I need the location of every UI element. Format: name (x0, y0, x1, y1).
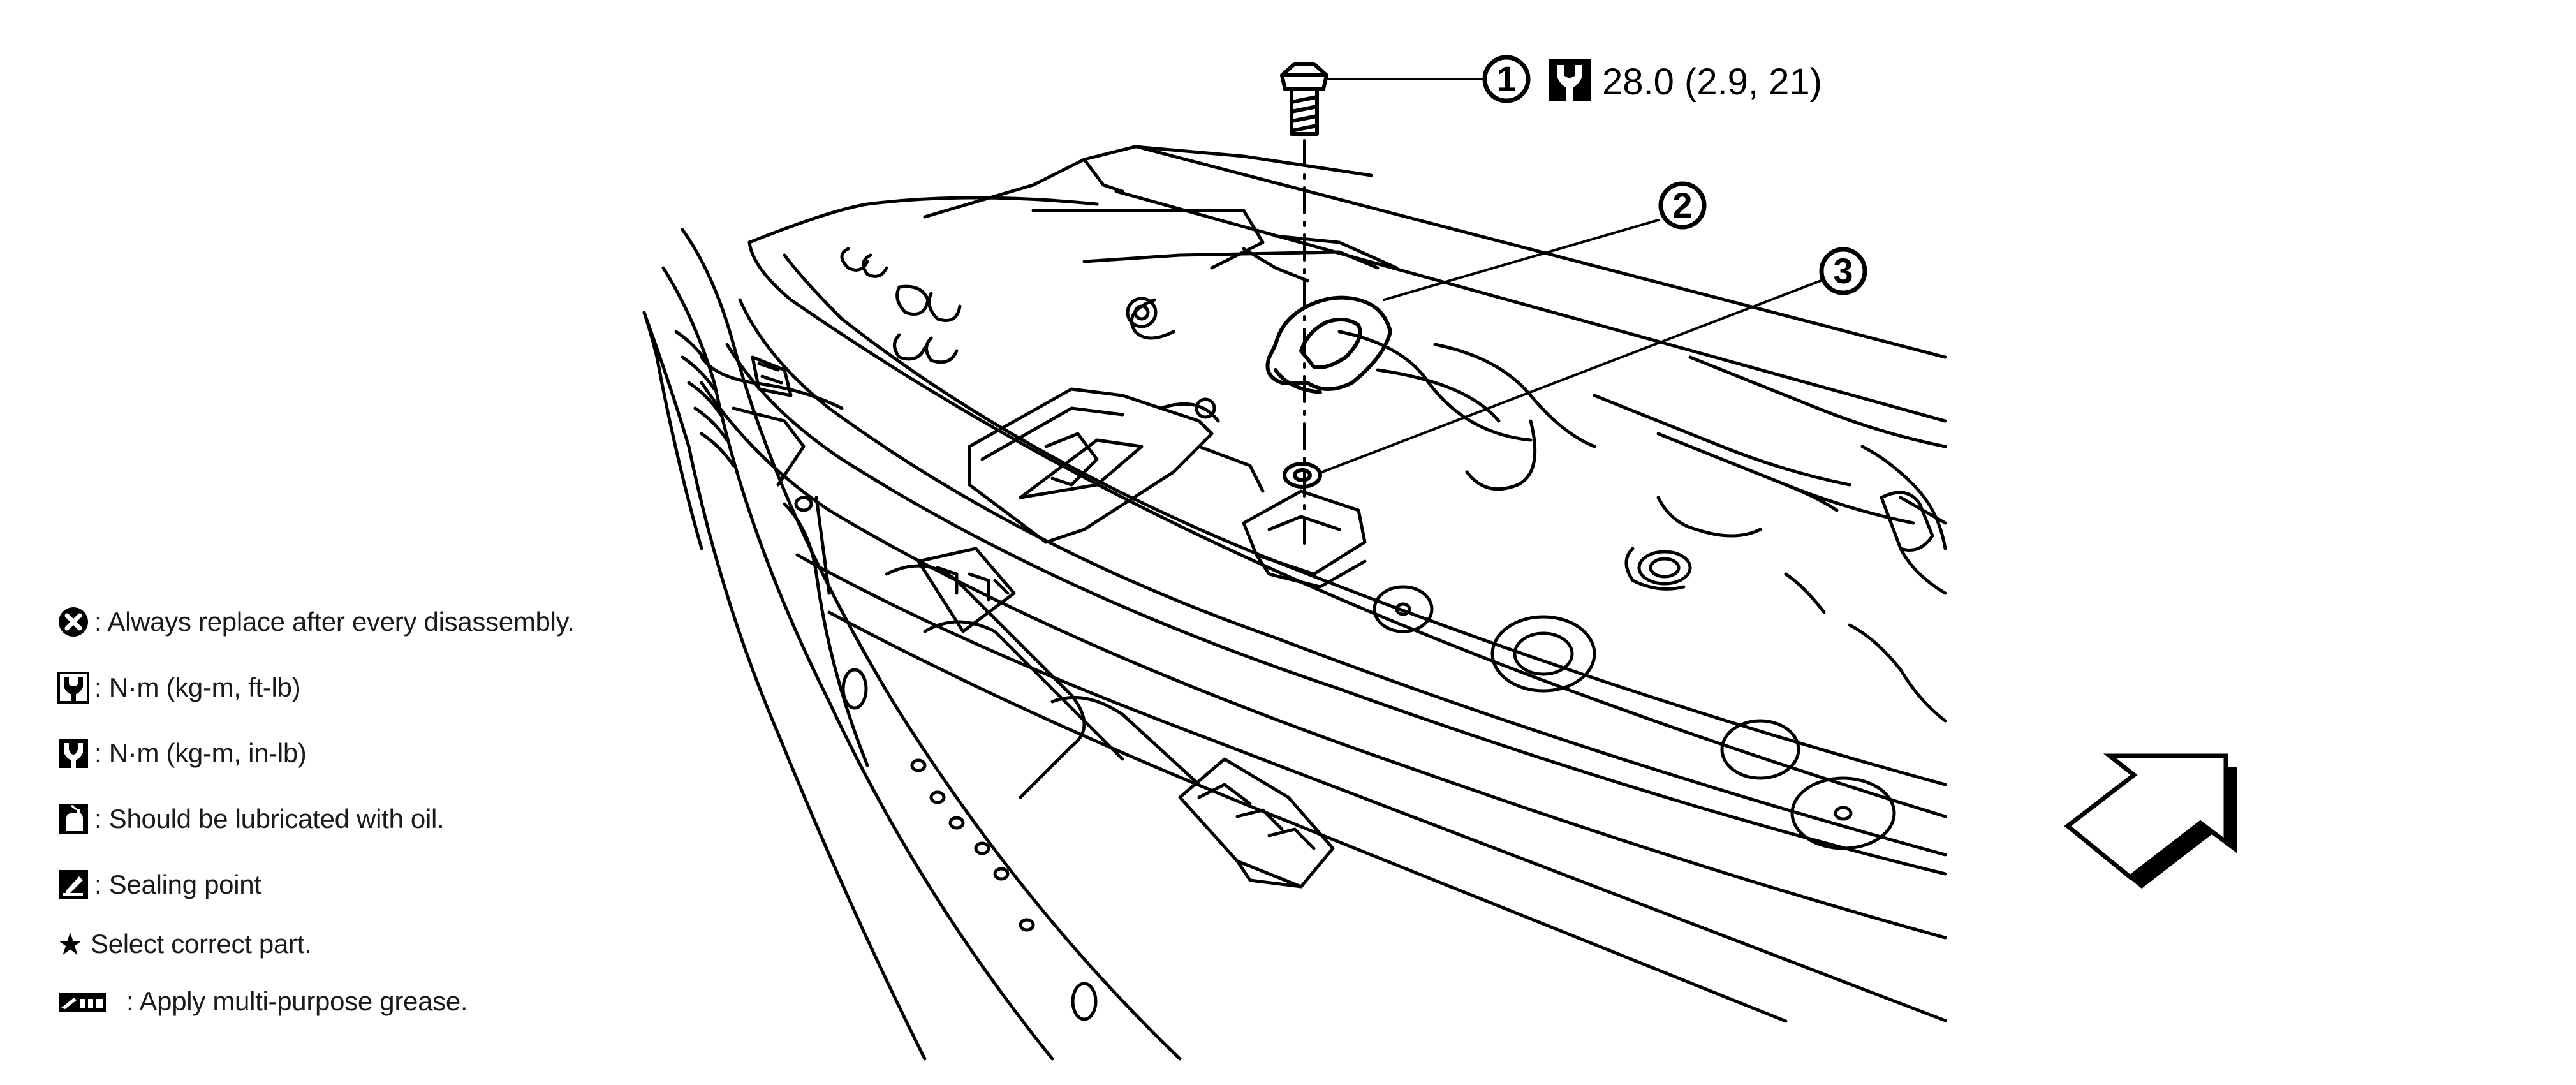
sealing-icon (59, 870, 88, 899)
callout-3: 3 (1819, 247, 1867, 295)
front-direction-arrow-icon (2064, 753, 2237, 889)
oil-can-icon (59, 804, 88, 834)
callout-2-number: 2 (1672, 185, 1692, 225)
clip-left (751, 355, 793, 397)
callout-1-torque-value: 28.0 (2.9, 21) (1602, 61, 1822, 103)
body-panel (642, 145, 1947, 1061)
callout-3-number: 3 (1833, 251, 1853, 291)
torque-wrench-icon (1549, 59, 1591, 101)
clip-middle (916, 547, 1016, 633)
legend-item-oil: : Should be lubricated with oil. (57, 797, 445, 841)
part-1-bolt (1280, 62, 1328, 136)
torque-wrench-ftlb-icon (57, 672, 89, 704)
legend-item-replace-text: : Always replace after every disassembly… (94, 607, 575, 637)
cowl-holes (840, 247, 1896, 850)
part-3-washer (1283, 462, 1322, 489)
hood-latch-bracket (968, 387, 1265, 544)
callout-1-number: 1 (1496, 59, 1516, 99)
clip-right (1178, 757, 1335, 889)
legend-item-torque-inlb-text: : N·m (kg-m, in-lb) (94, 738, 307, 768)
legend-item-torque-ftlb: : N·m (kg-m, ft-lb) (57, 665, 301, 710)
legend-item-torque-inlb: : N·m (kg-m, in-lb) (57, 731, 307, 776)
legend-item-select-part: Select correct part. (57, 922, 312, 966)
torque-wrench-inlb-icon (59, 739, 88, 768)
legend-item-grease: : Apply multi-purpose grease. (57, 979, 468, 1024)
leader-line-3 (1318, 279, 1822, 475)
callout-2: 2 (1658, 181, 1707, 230)
legend-item-sealing: : Sealing point (57, 862, 261, 907)
leader-line-2 (1383, 219, 1660, 301)
mounting-pad (1242, 489, 1367, 589)
star-icon (59, 933, 82, 955)
legend-item-grease-text: : Apply multi-purpose grease. (126, 986, 468, 1016)
legend-item-oil-text: : Should be lubricated with oil. (94, 804, 445, 834)
legend-item-select-part-text: Select correct part. (91, 929, 312, 959)
legend-item-replace: : Always replace after every disassembly… (57, 600, 575, 644)
grease-icon (59, 993, 106, 1012)
legend-item-torque-ftlb-text: : N·m (kg-m, ft-lb) (94, 672, 301, 702)
replace-x-icon (59, 607, 88, 637)
legend-item-sealing-text: : Sealing point (94, 869, 261, 899)
callout-1: 1 (1482, 55, 1531, 103)
part-2-bracket (1265, 295, 1392, 394)
